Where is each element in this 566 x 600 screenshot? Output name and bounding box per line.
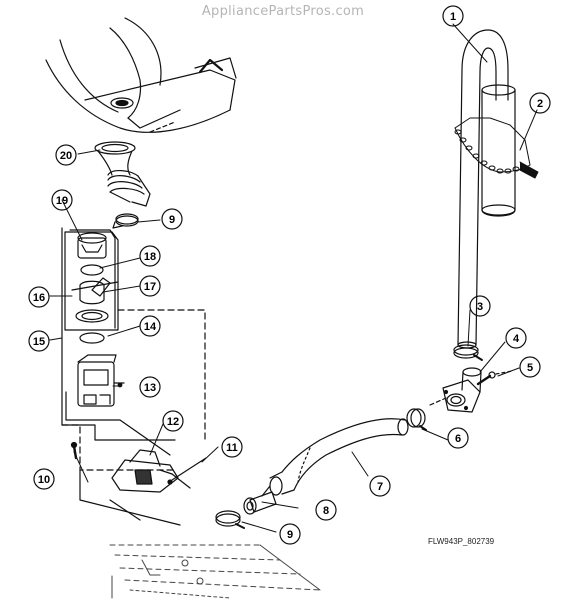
svg-text:9: 9 [287, 529, 293, 541]
leader-lines [49, 23, 538, 533]
svg-text:19: 19 [56, 195, 68, 207]
callout-1: 1 [442, 5, 464, 27]
drain-hose [269, 418, 409, 496]
callout-18: 18 [139, 245, 161, 267]
svg-text:8: 8 [323, 505, 329, 517]
svg-text:9: 9 [169, 214, 175, 226]
svg-text:10: 10 [38, 474, 50, 486]
mount-bracket [111, 449, 191, 493]
base-plate [109, 544, 321, 599]
callout-9-upper: 9 [161, 208, 183, 230]
callout-12: 12 [162, 410, 184, 432]
figure-code: FLW943P_802739 [428, 537, 495, 546]
standpipe [457, 29, 516, 349]
tub-bottom [45, 17, 237, 133]
svg-text:5: 5 [527, 362, 533, 374]
svg-text:17: 17 [144, 281, 156, 293]
hose-clamp-6 [406, 408, 427, 431]
callout-7: 7 [369, 475, 391, 497]
svg-text:6: 6 [455, 433, 461, 445]
connection-line [429, 397, 447, 406]
svg-text:16: 16 [33, 292, 45, 304]
svg-text:15: 15 [33, 336, 45, 348]
drain-adapter [442, 367, 482, 413]
svg-text:1: 1 [450, 11, 456, 23]
callout-5: 5 [519, 356, 541, 378]
svg-text:14: 14 [144, 321, 157, 333]
hose-clamp-3 [453, 344, 483, 361]
callout-4: 4 [505, 327, 527, 349]
svg-text:4: 4 [513, 333, 520, 345]
callout-3: 3 [469, 295, 491, 317]
callout-13: 13 [139, 376, 161, 398]
svg-text:7: 7 [377, 481, 383, 493]
callout-17: 17 [139, 275, 161, 297]
svg-text:13: 13 [144, 382, 156, 394]
svg-text:18: 18 [144, 251, 156, 263]
callout-8: 8 [315, 499, 337, 521]
svg-text:20: 20 [60, 150, 72, 162]
callout-20: 20 [55, 144, 77, 166]
callout-9-lower: 9 [279, 523, 301, 545]
hose-clamp-upper [112, 213, 139, 229]
callout-14: 14 [139, 315, 161, 337]
drain-boot [94, 141, 151, 207]
hose-nozzle [243, 485, 277, 515]
svg-text:12: 12 [167, 416, 179, 428]
callout-11: 11 [221, 436, 243, 458]
callout-2: 2 [529, 92, 551, 114]
callout-19: 19 [51, 189, 73, 211]
pump-body [61, 227, 206, 471]
svg-text:3: 3 [477, 301, 483, 313]
chain [454, 117, 539, 179]
svg-text:2: 2 [537, 98, 543, 110]
hose-clamp-lower [215, 510, 245, 529]
callout-15: 15 [28, 330, 50, 352]
callout-6: 6 [447, 427, 469, 449]
screw-11 [167, 457, 207, 485]
base-outline [65, 391, 181, 526]
callout-16: 16 [28, 286, 50, 308]
callout-10: 10 [33, 468, 55, 490]
svg-text:11: 11 [226, 442, 238, 454]
watermark: AppliancePartsPros.com [201, 4, 365, 19]
pump-assembly [64, 229, 119, 344]
